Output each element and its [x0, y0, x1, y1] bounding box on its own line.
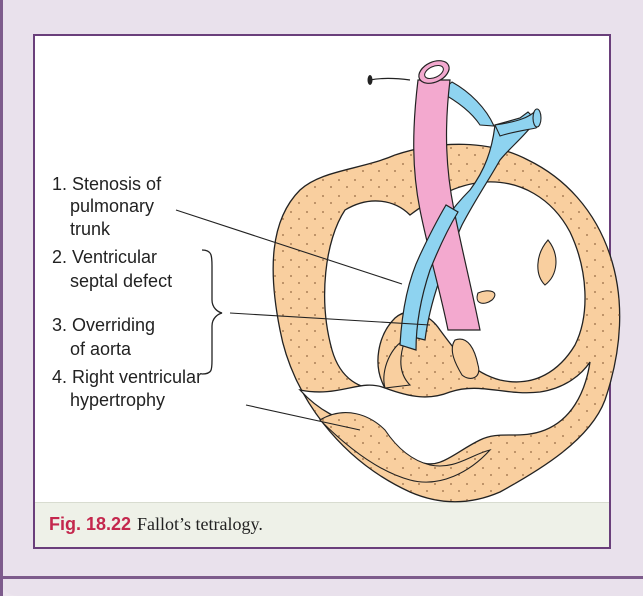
label-overriding-2: of aorta	[70, 339, 132, 359]
label-vsd-2: septal defect	[70, 271, 172, 291]
labels: 1. Stenosis of pulmonary trunk 2. Ventri…	[52, 174, 202, 410]
label-rvh-2: hypertrophy	[70, 390, 165, 410]
bracket-brace	[202, 250, 222, 374]
label-vsd-1: 2. Ventricular	[52, 247, 157, 267]
label-stenosis-1: 1. Stenosis of	[52, 174, 162, 194]
label-stenosis-2: pulmonary	[70, 196, 154, 216]
label-rvh-1: 4. Right ventricular	[52, 367, 202, 387]
label-stenosis-3: trunk	[70, 219, 111, 239]
label-overriding-1: 3. Overriding	[52, 315, 155, 335]
